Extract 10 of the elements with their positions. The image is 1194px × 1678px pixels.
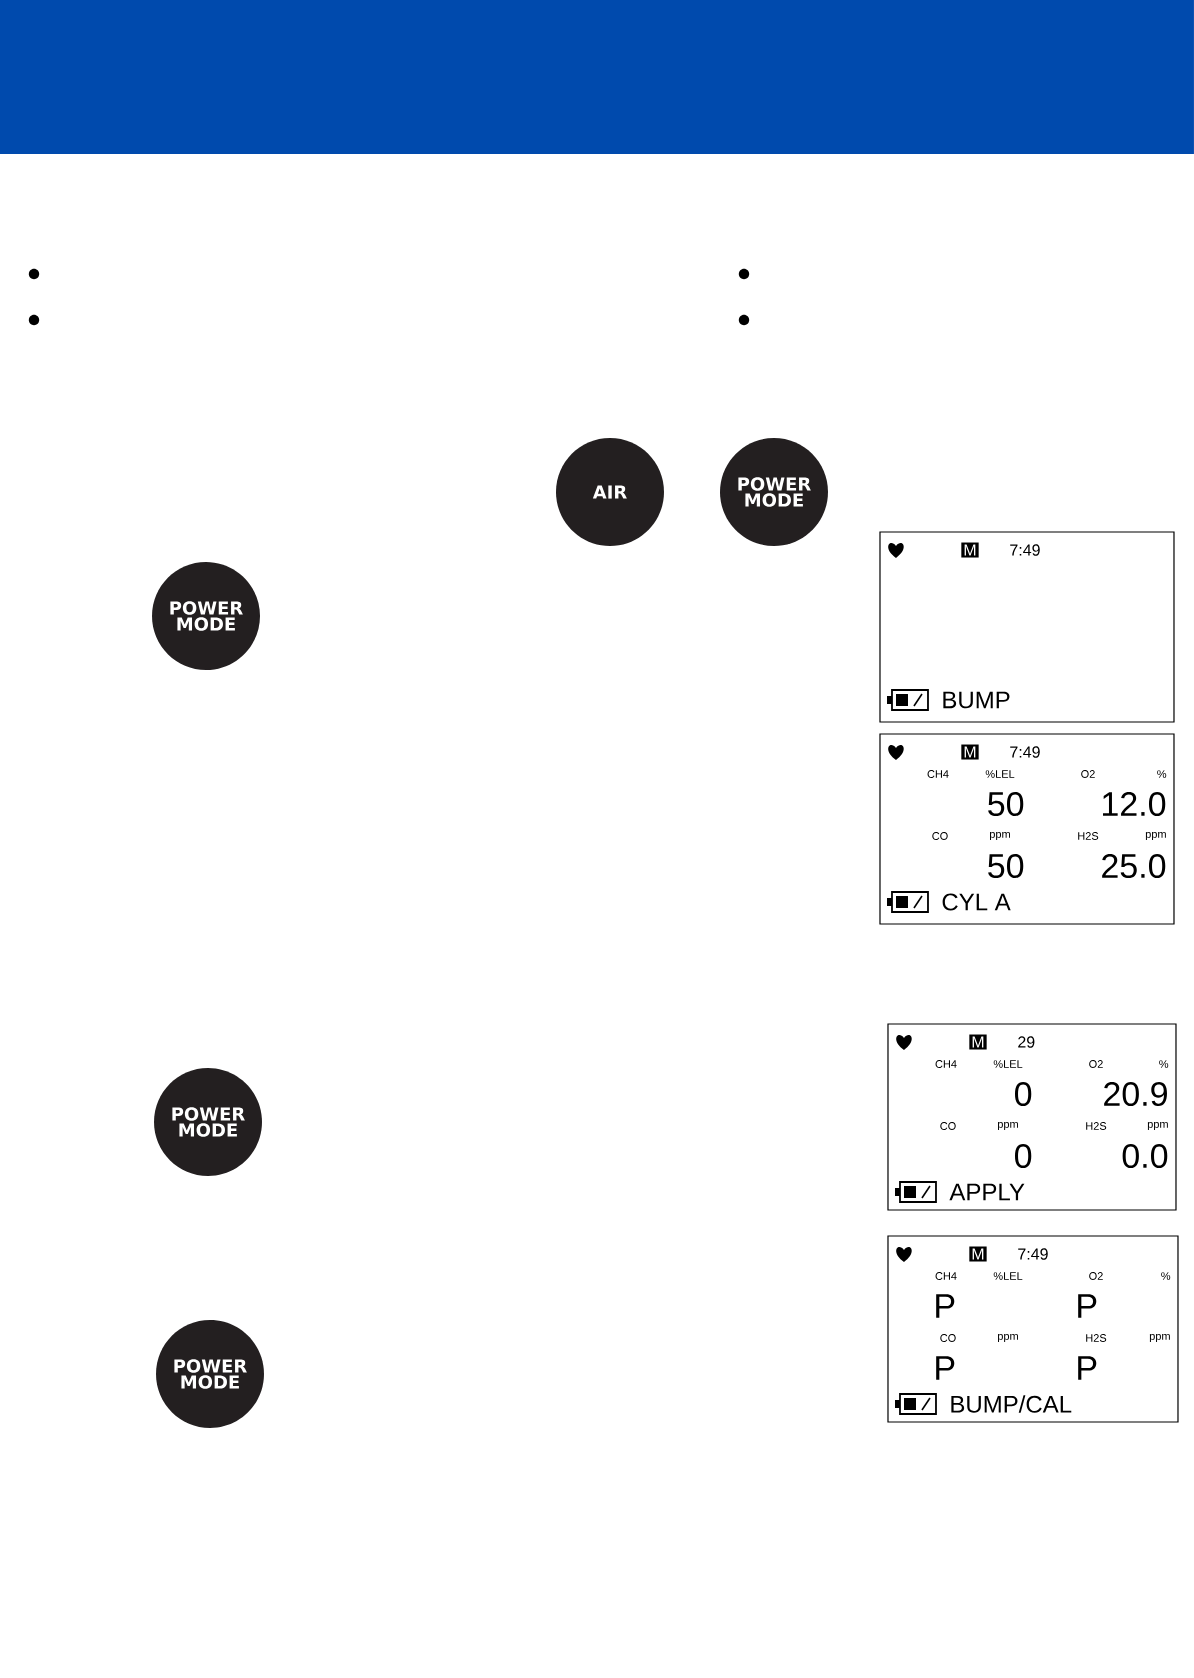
- round-button: AIR: [556, 438, 664, 546]
- mode-indicator: M: [969, 1246, 987, 1262]
- display-screen: M 7:49 BUMP: [879, 531, 1175, 723]
- round-button: POWER MODE: [152, 562, 260, 670]
- round-button: POWER MODE: [720, 438, 828, 546]
- round-button: POWER MODE: [154, 1068, 262, 1176]
- mode-indicator: M: [969, 1034, 987, 1050]
- mode-indicator: M: [961, 744, 979, 760]
- mode-indicator: M: [961, 542, 979, 558]
- round-button: POWER MODE: [156, 1320, 264, 1428]
